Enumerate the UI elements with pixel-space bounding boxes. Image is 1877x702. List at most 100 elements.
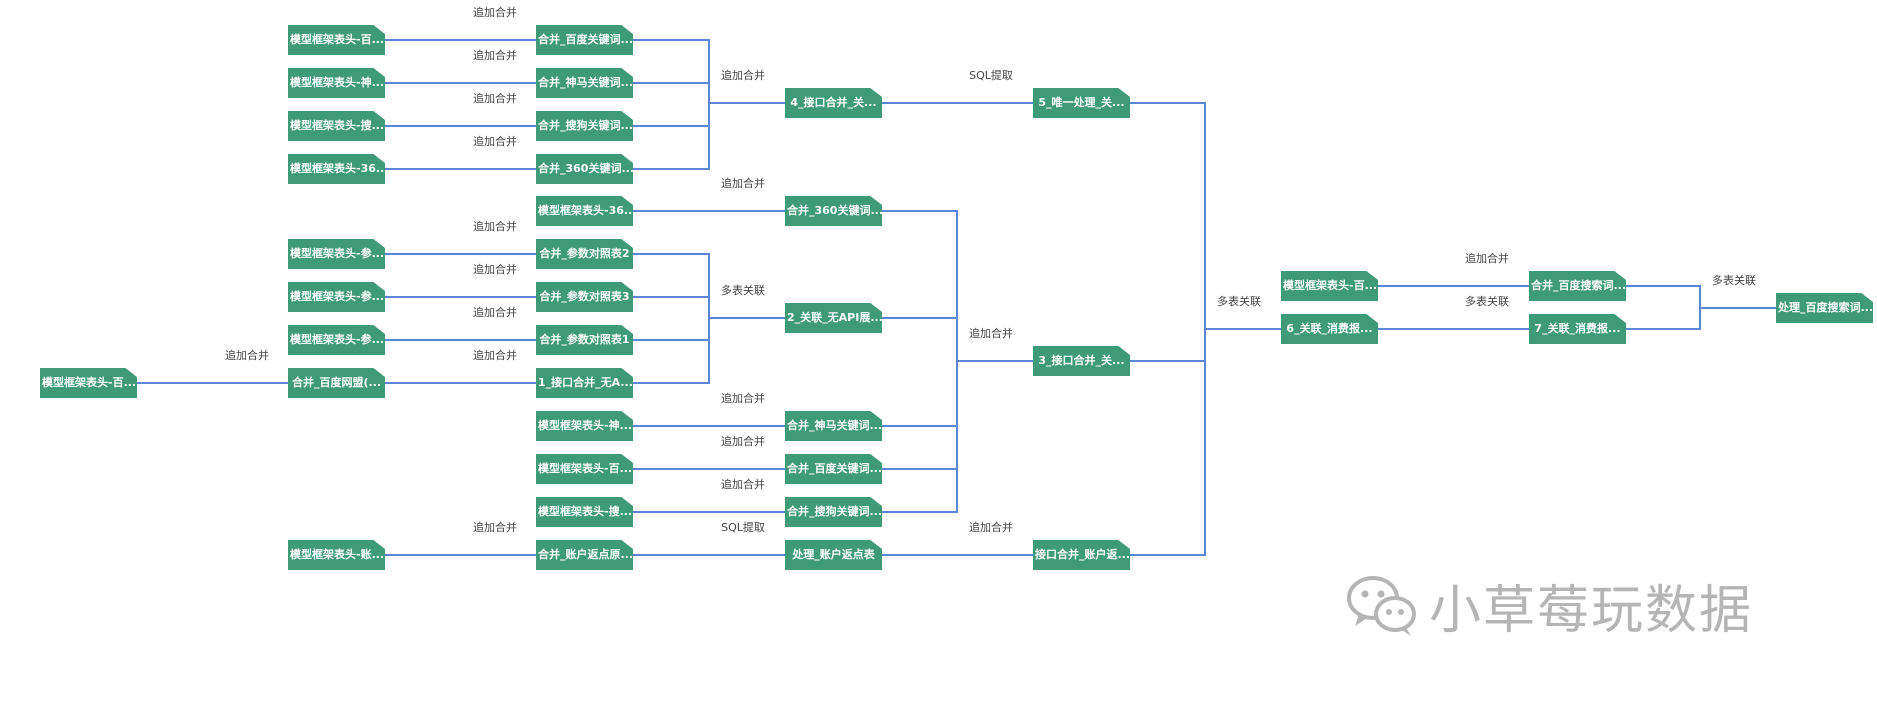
flow-node[interactable]: 处理_百度搜索词... (1776, 293, 1873, 323)
node-label: 合并_搜狗关键词... (787, 505, 883, 518)
wechat-icon (1347, 576, 1416, 636)
node-label: 模型框架表头-参... (290, 290, 385, 303)
node-label: 5_唯一处理_关... (1038, 96, 1125, 109)
flow-node[interactable]: 模型框架表头-搜... (536, 497, 633, 527)
edge-connector (882, 360, 1033, 513)
edge-connector (633, 82, 785, 104)
node-label: 模型框架表头-神... (538, 419, 633, 432)
node-label: 合并_参数对照表2 (539, 247, 630, 260)
flow-node[interactable]: 模型框架表头-参... (288, 239, 385, 269)
node-shape (785, 540, 882, 570)
edge-label: 追加合并 (473, 6, 517, 19)
flow-node[interactable]: 合并_参数对照表3 (536, 282, 633, 312)
node-shape (1529, 271, 1626, 301)
flow-node[interactable]: 合并_百度搜索词... (1529, 271, 1626, 301)
node-shape (536, 411, 633, 441)
node-label: 模型框架表头-参... (290, 333, 385, 346)
node-shape (288, 154, 385, 184)
node-shape (536, 25, 633, 55)
flow-node[interactable]: 合并_百度网盟(... (288, 368, 385, 398)
node-label: 3_接口合并_关... (1038, 354, 1125, 367)
node-label: 模型框架表头-搜... (290, 119, 385, 132)
flow-node[interactable]: 3_接口合并_关... (1033, 346, 1130, 376)
node-shape (1033, 540, 1130, 570)
node-shape (288, 111, 385, 141)
flow-node[interactable]: 合并_百度关键词... (536, 25, 633, 55)
node-shape (288, 25, 385, 55)
flow-node[interactable]: 合并_神马关键词... (536, 68, 633, 98)
flow-node[interactable]: 6_关联_消费报... (1281, 314, 1378, 344)
node-shape (1281, 271, 1378, 301)
edge-connector (633, 317, 785, 384)
node-shape (288, 282, 385, 312)
flow-node[interactable]: 模型框架表头-36... (288, 154, 389, 184)
edge-connector (1626, 307, 1776, 330)
flow-node[interactable]: 模型框架表头-搜... (288, 111, 385, 141)
node-label: 模型框架表头-36... (290, 162, 389, 175)
node-shape (1529, 314, 1626, 344)
node-shape (536, 111, 633, 141)
edge-label: 追加合并 (473, 92, 517, 105)
flow-node[interactable]: 模型框架表头-百... (1281, 271, 1378, 301)
node-label: 4_接口合并_关... (790, 96, 877, 109)
edge-label: 追加合并 (721, 478, 765, 491)
flow-node[interactable]: 7_关联_消费报... (1529, 314, 1626, 344)
node-label: 处理_百度搜索词... (1778, 301, 1874, 314)
flow-node[interactable]: 模型框架表头-百... (536, 454, 633, 484)
edge-label: 多表关联 (1712, 274, 1756, 287)
node-label: 合并_360关键词... (787, 204, 883, 217)
flow-node[interactable]: 合并_参数对照表1 (536, 325, 633, 355)
node-label: 合并_百度关键词... (787, 462, 883, 475)
flow-node[interactable]: 处理_账户返点表 (785, 540, 882, 570)
flow-node[interactable]: 5_唯一处理_关... (1033, 88, 1130, 118)
node-shape (536, 540, 633, 570)
edge-connector (633, 296, 785, 319)
edge-label: 追加合并 (473, 49, 517, 62)
edge-connector (1130, 328, 1281, 556)
node-shape (536, 154, 633, 184)
node-label: 合并_神马关键词... (538, 76, 634, 89)
flow-node[interactable]: 合并_百度关键词... (785, 454, 882, 484)
node-shape (536, 282, 633, 312)
node-shape (785, 411, 882, 441)
flow-node[interactable]: 合并_360关键词... (536, 154, 634, 184)
node-shape (1776, 293, 1873, 323)
flow-node[interactable]: 模型框架表头-36... (536, 196, 636, 226)
node-label: 模型框架表头-百... (42, 376, 137, 389)
node-shape (536, 68, 633, 98)
edge-connector (1626, 285, 1776, 309)
flow-node[interactable]: 合并_参数对照表2 (536, 239, 633, 269)
flow-node[interactable]: 合并_账户返点原... (536, 540, 633, 570)
node-shape (288, 368, 385, 398)
flow-node[interactable]: 模型框架表头-百... (40, 368, 137, 398)
edge-label: 追加合并 (721, 435, 765, 448)
watermark-text: 小草莓玩数据 (1429, 580, 1754, 641)
flow-node[interactable]: 模型框架表头-神... (536, 411, 633, 441)
node-label: 模型框架表头-百... (290, 33, 385, 46)
node-shape (785, 196, 882, 226)
flow-node[interactable]: 模型框架表头-账... (288, 540, 385, 570)
flow-node[interactable]: 接口合并_账户返... (1033, 540, 1130, 570)
flow-node[interactable]: 2_关联_无API展... (785, 303, 883, 333)
flow-node[interactable]: 合并_360关键词... (785, 196, 883, 226)
flow-node[interactable]: 4_接口合并_关... (785, 88, 882, 118)
node-label: 合并_账户返点原... (538, 548, 634, 561)
node-shape (288, 239, 385, 269)
edge-label: 追加合并 (473, 220, 517, 233)
flow-node[interactable]: 合并_神马关键词... (785, 411, 882, 441)
node-shape (40, 368, 137, 398)
flow-node[interactable]: 模型框架表头-神... (288, 68, 385, 98)
flow-node[interactable]: 模型框架表头-参... (288, 325, 385, 355)
node-shape (536, 239, 633, 269)
node-label: 处理_账户返点表 (792, 548, 875, 561)
flow-node[interactable]: 模型框架表头-百... (288, 25, 385, 55)
node-label: 合并_搜狗关键词... (538, 119, 634, 132)
edge-label: SQL提取 (721, 521, 765, 534)
node-label: 2_关联_无API展... (787, 311, 883, 324)
flow-node[interactable]: 合并_搜狗关键词... (536, 111, 633, 141)
flow-node[interactable]: 合并_搜狗关键词... (785, 497, 882, 527)
flow-node[interactable]: 模型框架表头-参... (288, 282, 385, 312)
edge-label: 追加合并 (969, 521, 1013, 534)
edge-label: 追加合并 (721, 69, 765, 82)
flow-node[interactable]: 1_接口合并_无A... (536, 368, 633, 398)
